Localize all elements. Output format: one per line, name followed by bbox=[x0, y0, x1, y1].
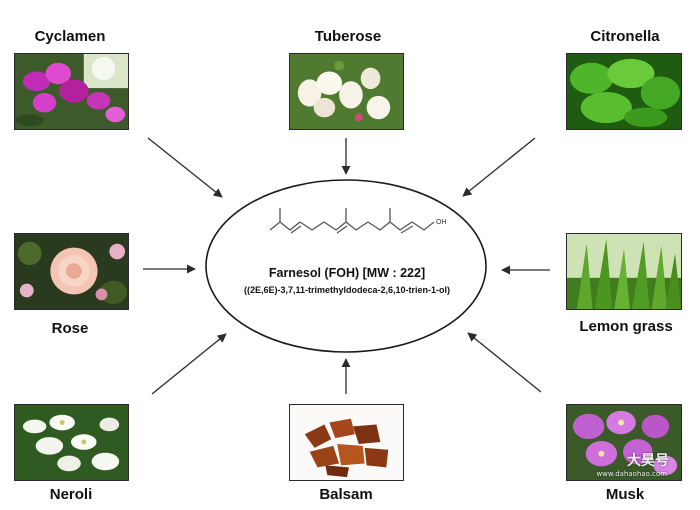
label-tuberose: Tuberose bbox=[314, 28, 382, 45]
arrow-citronella bbox=[462, 137, 536, 197]
compound-iupac-name: ((2E,6E)-3,7,11-trimethyldodeca-2,6,10-t… bbox=[244, 285, 450, 295]
photo-rose bbox=[14, 233, 129, 310]
arrow-cyclamen bbox=[147, 137, 223, 198]
label-rose: Rose bbox=[51, 320, 89, 337]
oh-label: OH bbox=[436, 219, 447, 226]
photo-lemon-grass bbox=[566, 233, 682, 310]
compound-name: Farnesol (FOH) [MW : 222] bbox=[269, 266, 425, 280]
label-cyclamen: Cyclamen bbox=[34, 28, 106, 45]
arrow-neroli bbox=[151, 333, 227, 395]
label-neroli: Neroli bbox=[49, 486, 93, 503]
photo-neroli bbox=[14, 404, 129, 481]
photo-balsam bbox=[289, 404, 404, 481]
label-lemon-grass: Lemon grass bbox=[579, 318, 673, 335]
photo-musk: 大昊号 www.dahaohao.com bbox=[566, 404, 682, 481]
photo-tuberose bbox=[289, 53, 404, 130]
label-balsam: Balsam bbox=[319, 486, 373, 503]
label-citronella: Citronella bbox=[590, 28, 660, 45]
watermark-logo: 大昊号 bbox=[627, 453, 669, 469]
center-ellipse bbox=[205, 179, 487, 353]
photo-cyclamen bbox=[14, 53, 129, 130]
arrow-musk bbox=[467, 332, 542, 393]
watermark-url: www.dahaohao.com bbox=[596, 470, 667, 478]
label-musk: Musk bbox=[605, 486, 645, 503]
farnesol-structure-drawing bbox=[269, 208, 435, 234]
photo-citronella bbox=[566, 53, 682, 130]
